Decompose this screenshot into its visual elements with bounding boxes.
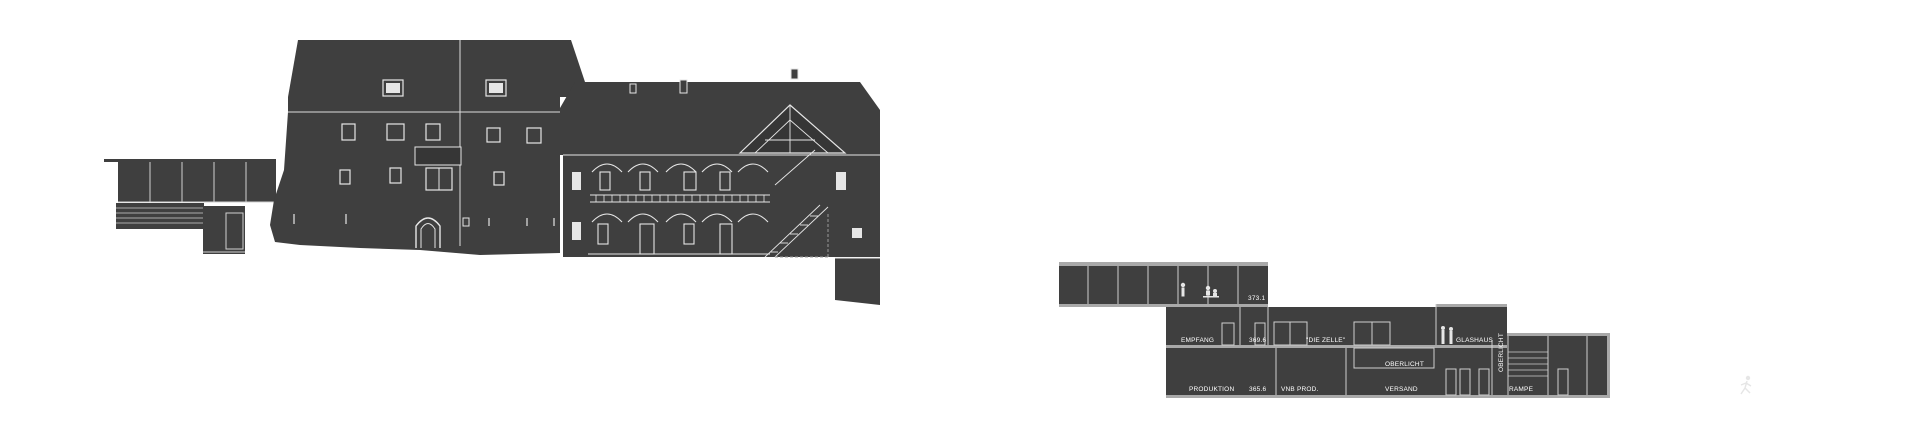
facade-elevation (104, 40, 880, 305)
label-level-top: 373.1 (1248, 295, 1265, 302)
section-top-volume (1059, 262, 1268, 307)
label-versand: VERSAND (1385, 386, 1418, 393)
building-section: 373.1 EMPFANG 369.6 "DIE ZELLE" GLASHAUS… (1059, 262, 1752, 398)
label-glashaus: GLASHAUS (1456, 337, 1493, 344)
label-level-low: 365.6 (1249, 386, 1266, 393)
label-level-mid: 369.6 (1249, 337, 1266, 344)
label-die-zelle: "DIE ZELLE" (1306, 337, 1346, 344)
label-rohstofflager: ROHSTOFFLAGER (1649, 386, 1709, 393)
section-labels: 373.1 EMPFANG 369.6 "DIE ZELLE" GLASHAUS… (1181, 295, 1709, 393)
label-empfang: EMPFANG (1181, 337, 1214, 344)
arcade-wing (560, 68, 880, 305)
castle-main-block (270, 40, 587, 255)
label-produktion: PRODUKTION (1189, 386, 1234, 393)
label-oberlicht-vertical: OBERLICHT (1498, 333, 1505, 372)
left-annex (104, 159, 276, 254)
section-middle-volume (1166, 304, 1507, 348)
label-vnb-prod: VNB PROD. (1281, 386, 1319, 393)
label-oberlicht: OBERLICHT (1385, 361, 1424, 368)
label-rampe: RAMPE (1509, 386, 1534, 393)
section-lower-volume (1166, 333, 1752, 398)
